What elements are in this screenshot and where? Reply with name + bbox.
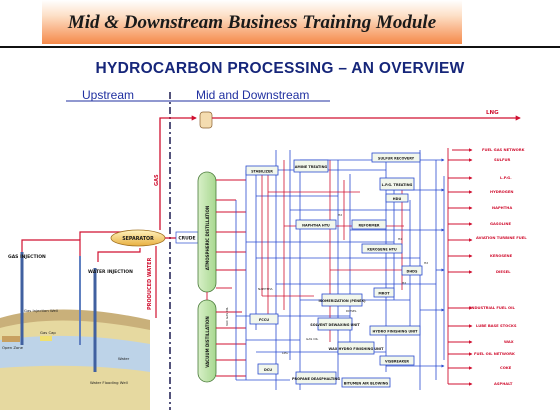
product-asphalt: ASPHALT bbox=[494, 382, 513, 386]
product-labels: FUEL GAS NETWORK SULFUR L.P.G. HYDROGEN … bbox=[470, 148, 527, 386]
svg-text:H2: H2 bbox=[402, 281, 406, 285]
product-aviation-turbine-fuel: AVIATION TURBINE FUEL bbox=[476, 236, 527, 240]
water-injection-label: WATER INJECTION bbox=[88, 269, 133, 275]
product-coke: COKE bbox=[500, 366, 512, 370]
svg-text:VAC GAS OIL: VAC GAS OIL bbox=[225, 307, 229, 326]
svg-text:VISBREAKER: VISBREAKER bbox=[385, 360, 409, 364]
process-unit-boxes bbox=[245, 152, 423, 388]
open-zone-label: Open Zone bbox=[2, 345, 24, 350]
svg-text:H2: H2 bbox=[338, 213, 342, 217]
product-gasoline: GASOLINE bbox=[490, 222, 511, 226]
svg-text:NAPHTHA: NAPHTHA bbox=[258, 287, 273, 291]
unit-naphtha-htu bbox=[295, 219, 337, 230]
svg-text:PROPANE DEASPHALTING: PROPANE DEASPHALTING bbox=[292, 377, 340, 381]
svg-text:H2: H2 bbox=[398, 237, 402, 241]
unit-dhds bbox=[401, 265, 423, 276]
svg-text:HDU: HDU bbox=[393, 197, 402, 201]
svg-text:AMINE TREATING: AMINE TREATING bbox=[295, 165, 328, 169]
product-wax: WAX bbox=[504, 340, 514, 344]
svg-text:FCCU: FCCU bbox=[259, 318, 269, 322]
product-diesel: DIESEL bbox=[496, 270, 511, 274]
title-banner: Mid & Downstream Business Training Modul… bbox=[42, 0, 462, 44]
unit-stabilizer bbox=[245, 165, 279, 176]
crude-label: CRUDE bbox=[178, 236, 195, 242]
svg-text:LPG: LPG bbox=[282, 351, 288, 355]
product-naphtha: NAPHTHA bbox=[492, 206, 512, 210]
overview-heading: HYDROCARBON PROCESSING – AN OVERVIEW bbox=[95, 60, 465, 77]
product-fuel-oil-network: FUEL OIL NETWORK bbox=[474, 352, 515, 356]
unit-solvent-dewaxing bbox=[317, 317, 353, 331]
product-header-lines bbox=[447, 148, 473, 386]
svg-text:SOLVENT DEWAXING UNIT: SOLVENT DEWAXING UNIT bbox=[310, 323, 360, 327]
svg-text:H2: H2 bbox=[424, 261, 428, 265]
svg-text:ISOMERIZATION (PENEX): ISOMERIZATION (PENEX) bbox=[318, 299, 366, 303]
svg-text:BITUMEN AIR BLOWING: BITUMEN AIR BLOWING bbox=[344, 382, 389, 386]
gas-cap-label: Gas Cap bbox=[40, 330, 56, 335]
process-unit-labels: STABILIZER AMINE TREATING SULFUR RECOVER… bbox=[251, 157, 418, 386]
unit-mrot bbox=[373, 287, 395, 298]
product-lng: LNG bbox=[486, 110, 499, 116]
product-fuel-gas-network: FUEL GAS NETWORK bbox=[482, 148, 525, 152]
unit-propane-deasphalting bbox=[295, 371, 337, 385]
midstream-label: Mid and Downstream bbox=[196, 88, 310, 102]
svg-text:REFORMER: REFORMER bbox=[358, 224, 379, 228]
column-draw-lines bbox=[206, 179, 246, 377]
separator-label: SEPARATOR bbox=[122, 236, 154, 242]
svg-text:HYDRO FINISHING UNIT: HYDRO FINISHING UNIT bbox=[373, 330, 419, 334]
upstream-label: Upstream bbox=[82, 88, 135, 102]
unit-sulfur-recovery bbox=[371, 152, 421, 163]
reservoir-section bbox=[0, 309, 150, 410]
product-hydrogen: HYDROGEN bbox=[490, 190, 513, 194]
product-kerosene: KEROSENE bbox=[490, 254, 513, 258]
unit-reformer bbox=[351, 219, 387, 230]
product-industrial-fuel-oil: INDUSTRIAL FUEL OIL bbox=[470, 306, 516, 310]
stream-labels: H2 H2 H2 H2 GAS OIL NAPHTHA LPG DIESEL V… bbox=[225, 213, 428, 355]
lng-plant-icon bbox=[199, 111, 213, 129]
water-label: Water bbox=[118, 356, 130, 361]
unit-wax-hydro-finishing bbox=[337, 341, 375, 355]
gas-line bbox=[159, 115, 197, 230]
atmospheric-distillation-label: ATMOSPHERIC DISTILLATION bbox=[205, 206, 210, 270]
water-injection-line bbox=[97, 248, 141, 262]
unit-kerosene-htu bbox=[361, 243, 403, 254]
vacuum-distillation-label: VACUUM DISTILLATION bbox=[205, 316, 210, 367]
gas-reinjection-line bbox=[21, 239, 81, 256]
svg-text:DIESEL: DIESEL bbox=[346, 309, 357, 313]
svg-text:STABILIZER: STABILIZER bbox=[251, 170, 273, 174]
product-lube-base-stocks: LUBE BASE STOCKS bbox=[476, 324, 517, 328]
unit-fccu bbox=[249, 313, 279, 325]
gas-line-label: GAS bbox=[154, 174, 160, 186]
svg-text:WAX HYDRO FINISHING UNIT: WAX HYDRO FINISHING UNIT bbox=[329, 347, 385, 351]
svg-text:L.P.G. TREATING: L.P.G. TREATING bbox=[382, 183, 413, 187]
unit-hdu bbox=[385, 193, 409, 203]
unit-visbreaker bbox=[379, 355, 415, 366]
unit-isomerization bbox=[321, 293, 363, 307]
unit-lpg-treating bbox=[379, 177, 415, 191]
title-divider bbox=[0, 46, 560, 48]
product-sulfur: SULFUR bbox=[494, 158, 511, 162]
svg-text:KEROSENE HTU: KEROSENE HTU bbox=[367, 248, 397, 252]
svg-text:DHDS: DHDS bbox=[407, 270, 418, 274]
svg-text:DCU: DCU bbox=[264, 368, 272, 372]
slide-title: Mid & Downstream Business Training Modul… bbox=[67, 12, 437, 33]
unit-dcu bbox=[257, 363, 279, 375]
svg-text:GAS OIL: GAS OIL bbox=[306, 337, 318, 341]
produced-water-label: PRODUCED WATER bbox=[147, 257, 153, 310]
gas-injection-label: GAS INJECTION bbox=[8, 254, 46, 260]
product-lpg: L.P.G. bbox=[500, 176, 512, 180]
svg-text:SULFUR RECOVERY: SULFUR RECOVERY bbox=[378, 157, 415, 161]
gas-injection-well-label: Gas Injection Well bbox=[24, 308, 58, 313]
unit-bitumen bbox=[341, 377, 391, 388]
water-flooding-well-label: Water Flooding Well bbox=[90, 380, 128, 385]
unit-hydro-finishing bbox=[369, 325, 421, 336]
svg-text:NAPHTHA HTU: NAPHTHA HTU bbox=[302, 224, 330, 228]
unit-amine-treating bbox=[293, 159, 329, 173]
svg-text:MROT: MROT bbox=[378, 292, 390, 296]
open-zone-marker bbox=[2, 336, 20, 342]
gas-cap-marker bbox=[40, 336, 52, 341]
